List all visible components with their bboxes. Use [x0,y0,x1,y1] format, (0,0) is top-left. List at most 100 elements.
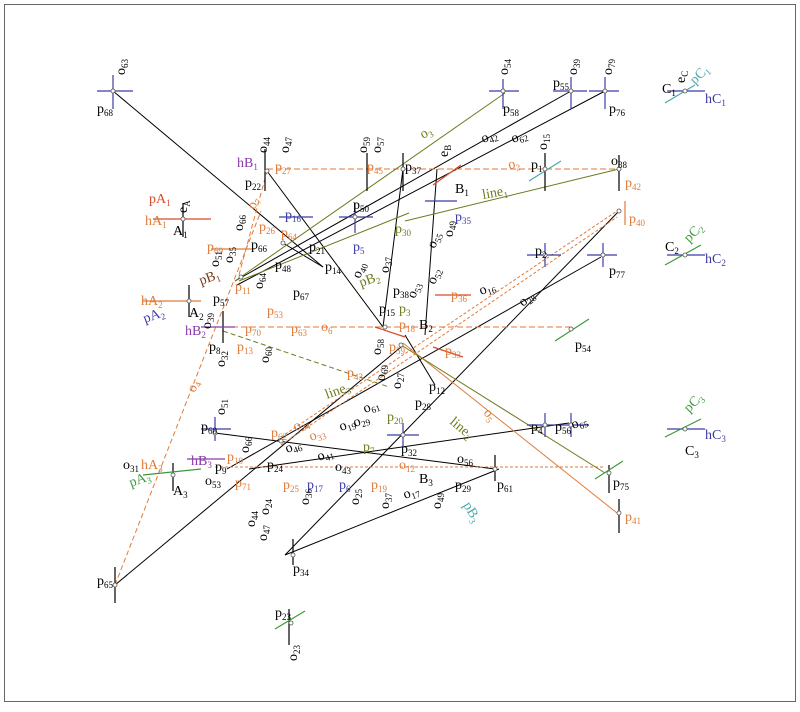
line-o5 [402,342,618,514]
label-o58: o58 [370,339,386,356]
label-p69: p69 [207,240,224,256]
label-p11: p11 [235,280,251,296]
label-o16: o16 [477,279,498,300]
line-p22-p18 [266,170,384,328]
label-p43: p43 [347,366,364,382]
label-o69: o69 [374,365,390,382]
label-p33: p33 [445,344,462,360]
label-p21: p21 [309,240,325,256]
label-C1: C1 [662,82,676,98]
label-o39b: o39 [200,313,216,330]
label-p55: p55 [553,76,570,92]
line-o1 [238,212,410,282]
label-o47b: o47 [256,525,272,542]
label-o44: o44 [256,137,272,154]
label-B2: B2 [419,318,433,334]
label-o49b: o49 [430,493,446,510]
points [110,88,688,626]
label-pA1: pA1 [149,192,171,208]
label-p27: p27 [275,160,292,176]
label-p54: p54 [575,338,592,354]
label-hA2: hA2 [141,294,163,310]
label-pC2: pC2 [681,220,707,246]
line-o17 [284,468,500,556]
line-p37-p18 [382,168,404,328]
label-p4: p4 [531,420,543,436]
line-o34 [280,210,618,438]
label-eC: eC [674,71,690,83]
label-o3: o3 [418,123,436,143]
label-p18: p18 [399,318,416,334]
label-o51a: o51 [208,251,224,267]
label-p50: p50 [353,198,370,214]
label-o66b: o66 [238,437,254,454]
label-p45: p45 [367,160,384,176]
label-p24: p24 [267,458,284,474]
line-b2-p12 [404,334,436,386]
label-o55: o55 [425,230,446,251]
label-o54: o54 [497,59,513,76]
line-o7 [238,170,268,276]
label-p67: p67 [293,286,310,302]
label-A2: A2 [189,306,204,322]
label-pA2: pA2 [141,305,167,327]
label-o65: o65 [569,413,590,434]
label-o34: o34 [291,415,312,436]
line-1 [404,168,620,222]
label-pC3: pC3 [681,390,707,416]
label-o17: o17 [401,483,422,504]
label-p38: p38 [393,284,410,300]
label-p75: p75 [613,476,630,492]
label-p7: p7 [363,440,375,456]
label-p56: p56 [555,420,572,436]
label-p1: p1 [531,158,543,174]
label-pC1: pC1 [687,62,713,88]
label-p6: p6 [339,478,351,494]
label-p22: p22 [245,176,261,192]
label-hA3: hA3 [141,458,163,474]
label-o43: o43 [335,460,352,476]
label-o47: o47 [278,137,294,154]
label-p34: p34 [293,562,310,578]
label-hB3: hB3 [191,454,212,470]
orange-lines [114,168,619,586]
line-p60-p61 [214,432,496,470]
label-o29: o29 [351,411,372,432]
label-p36: p36 [451,288,468,304]
line-o56 [248,422,570,470]
olive-lines [222,92,620,474]
label-hC1: hC1 [705,92,726,108]
label-o56: o56 [457,452,474,468]
label-o64: o64 [252,273,268,290]
label-p15: p15 [379,302,396,318]
line-o24 [114,346,402,586]
label-o44b: o44 [244,511,260,528]
label-A3: A3 [173,484,188,500]
label-o52: o52 [425,266,446,287]
label-p65: p65 [97,574,114,590]
label-p35: p35 [455,210,472,226]
label-p77: p77 [609,264,626,280]
label-p62: p62 [271,426,287,442]
label-p71: p71 [235,476,251,492]
label-o27: o27 [390,373,406,390]
label-p10: p10 [227,450,244,466]
line-3 [222,330,390,388]
label-hA1: hA1 [145,214,167,230]
label-o39: o39 [566,59,582,76]
label-C2: C2 [665,240,679,256]
label-p37: p37 [405,160,422,176]
label-eA: eA [176,200,192,213]
label-pB3: pB3 [459,500,484,526]
label-p70: p70 [245,322,262,338]
line-o8 [112,90,324,268]
label-o40: o40 [350,260,371,281]
label-C3: C3 [685,444,699,460]
label-hB2: hB2 [185,324,206,340]
label-o2: o2 [507,156,521,174]
label-p58: p58 [503,102,520,118]
line-o4 [114,210,262,586]
label-o61: o61 [361,397,382,418]
label-p41: p41 [625,510,641,526]
line-o16 [226,256,602,470]
